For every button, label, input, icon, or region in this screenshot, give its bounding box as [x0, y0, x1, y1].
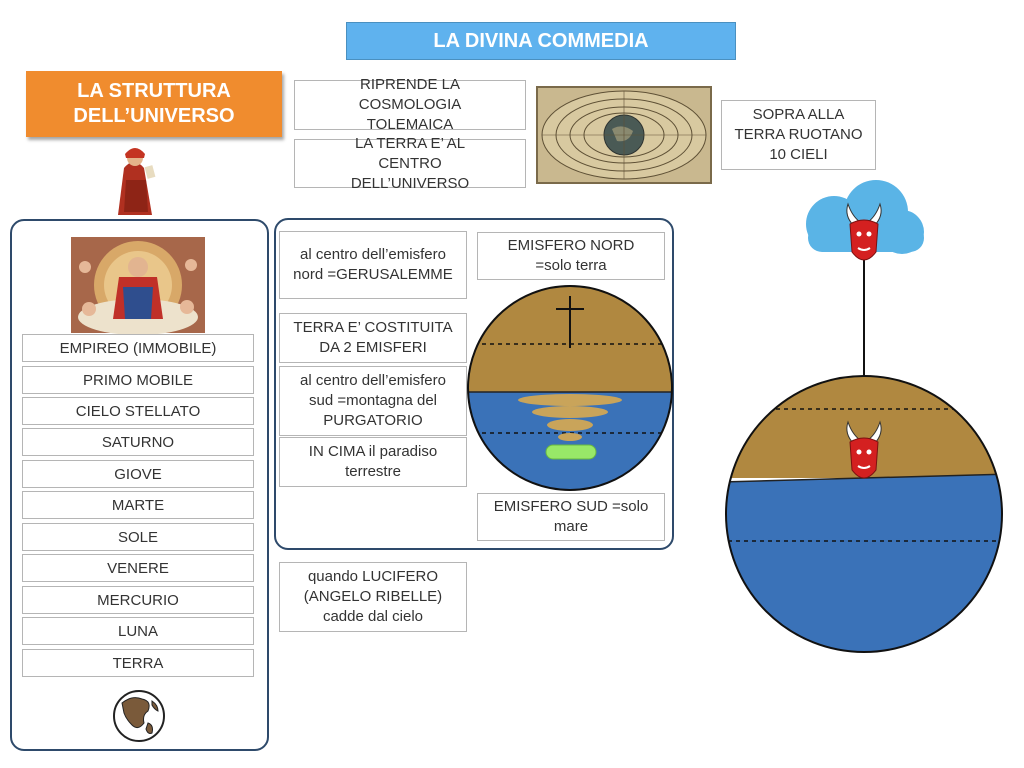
two-hemispheres-box: TERRA E’ COSTITUITA DA 2 EMISFERI: [279, 313, 467, 363]
south-hemisphere-box: EMISFERO SUD =solo mare: [477, 493, 665, 541]
jerusalem-cross-icon: [556, 296, 584, 348]
heaven-giove: GIOVE: [22, 460, 254, 488]
heaven-terra: TERRA: [22, 649, 254, 677]
earthly-paradise-box: IN CIMA il paradiso terrestre: [279, 437, 467, 487]
ten-heavens-box: SOPRA ALLA TERRA RUOTANO 10 CIELI: [721, 100, 876, 170]
earth-globe-icon: [113, 690, 165, 742]
heaven-primo-mobile: PRIMO MOBILE: [22, 366, 254, 394]
devil-icon: [846, 202, 882, 261]
purgatory-box: al centro dell’emisfero sud =montagna de…: [279, 366, 467, 436]
jerusalem-box: al centro dell’emisfero nord =GERUSALEMM…: [279, 231, 467, 299]
ptolemaic-map-image: [536, 86, 712, 184]
ptolemaic-cosmology-box: RIPRENDE LA COSMOLOGIA TOLEMAICA: [294, 76, 526, 133]
earth-center-box: LA TERRA E’ AL CENTRO DELL’UNIVERSO: [294, 135, 526, 192]
heaven-venere: VENERE: [22, 554, 254, 582]
heaven-cielo-stellato: CIELO STELLATO: [22, 397, 254, 425]
heaven-marte: MARTE: [22, 491, 254, 519]
lucifer-fall-box: quando LUCIFERO (ANGELO RIBELLE) cadde d…: [279, 562, 467, 632]
page-title: LA DIVINA COMMEDIA: [346, 22, 736, 60]
god-painting: [71, 237, 205, 335]
heaven-sole: SOLE: [22, 523, 254, 551]
earth-hemispheres-diagram: [467, 285, 673, 491]
heaven-empireo: EMPIREO (IMMOBILE): [22, 334, 254, 362]
north-hemisphere-box: EMISFERO NORD =solo terra: [477, 232, 665, 280]
dante-figure: [118, 148, 156, 215]
heaven-mercurio: MERCURIO: [22, 586, 254, 614]
section-title: LA STRUTTURA DELL’UNIVERSO: [26, 71, 282, 137]
heaven-saturno: SATURNO: [22, 428, 254, 456]
devil-icon-center: [846, 420, 882, 479]
heaven-luna: LUNA: [22, 617, 254, 645]
lucifer-fall-diagram: [725, 180, 1003, 653]
